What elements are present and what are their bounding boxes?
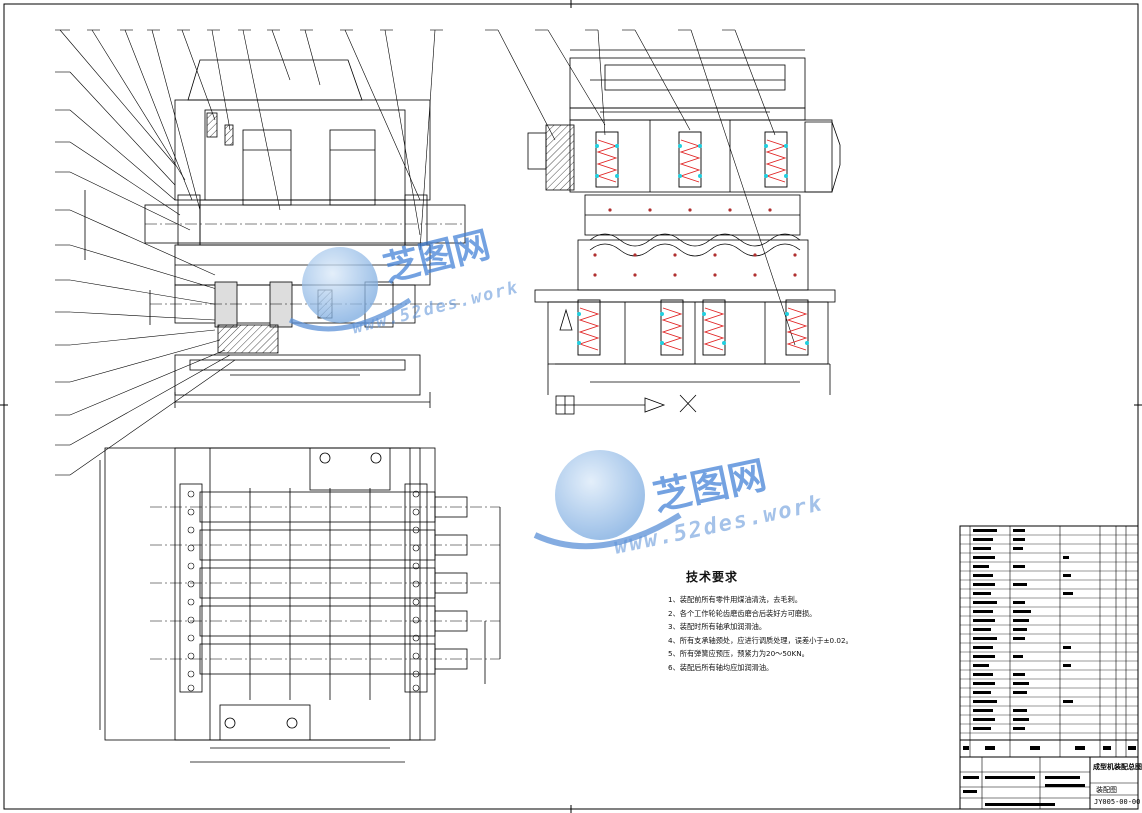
requirement-6: 6、装配后所有轴均应加润滑油。 [668,662,774,672]
bolt-markers [577,144,809,345]
drawing-number: JY005-00-00 [1094,798,1141,806]
spring-assemblies [577,131,809,356]
technical-requirements: 技术要求 1、装配前所有零件用煤油清洗，去毛刺。 2、各个工作轮轮齿磨齿磨合后装… [668,568,908,675]
side-view [485,29,841,415]
parts-list-entries [963,529,1136,806]
requirement-3: 3、装配时所有轴承加润滑油。 [668,622,767,632]
bolt-holes [593,208,797,277]
technical-requirements-title: 技术要求 [686,570,739,584]
drawing-subtitle: 装配图 [1096,786,1117,794]
watermark-logo-graphic [288,247,682,550]
drawing-title: 成型机装配总图 [1093,763,1142,771]
requirement-1: 1、装配前所有零件用煤油清洗，去毛刺。 [668,595,802,604]
requirement-4: 4、所有支承轴颈处，应进行调质处理，误差小于±0.02。 [668,635,853,645]
requirement-2: 2、各个工作轮轮齿磨齿磨合后装好方可磨损。 [668,608,817,618]
top-view [99,447,501,763]
top-view-bolts [187,490,420,692]
parts-list-rows [960,534,1138,734]
requirement-5: 5、所有弹簧应预压，预紧力为20～50KN。 [668,649,809,659]
front-view [55,29,466,476]
